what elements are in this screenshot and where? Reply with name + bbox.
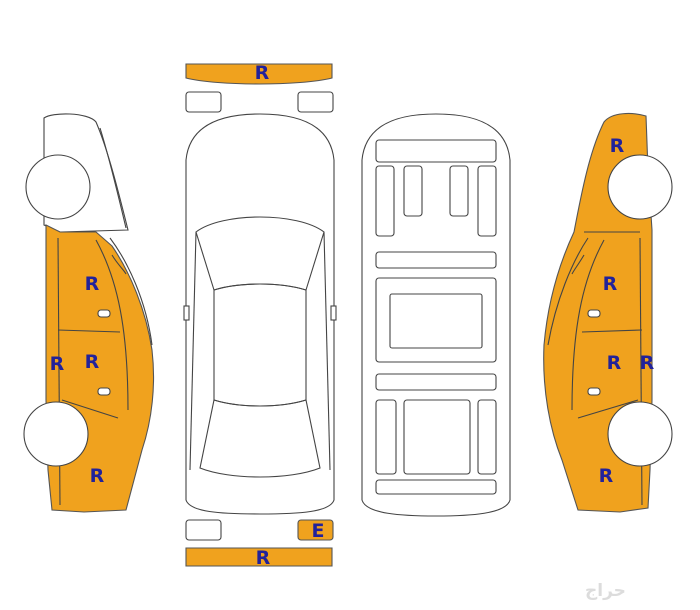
right-side-view: R R R R R — [543, 112, 673, 513]
rear-left-light — [185, 519, 222, 541]
right-front-wheel — [607, 154, 673, 220]
marker-right-front-door: R — [603, 273, 618, 295]
marker-right-sill: R — [640, 352, 655, 374]
marker-right-rear-door: R — [607, 352, 622, 374]
marker-left-rear-door-upper: R — [85, 351, 100, 373]
marker-rear-right-light: E — [312, 520, 325, 542]
marker-right-rear-quarter: R — [599, 465, 614, 487]
front-right-light — [297, 91, 334, 113]
marker-front-bumper: R — [255, 62, 270, 84]
interior-view — [361, 113, 511, 517]
front-left-light — [185, 91, 222, 113]
marker-left-quarter-panel: R — [50, 353, 65, 375]
left-front-wheel — [25, 154, 91, 220]
left-rear-wheel — [23, 401, 89, 467]
front-bumper — [185, 63, 333, 85]
marker-rear-bumper: R — [256, 547, 271, 569]
right-rear-wheel — [607, 401, 673, 467]
marker-left-rear-fender: R — [90, 465, 105, 487]
top-view: R E R — [183, 62, 337, 569]
marker-left-front-door: R — [85, 273, 100, 295]
watermark-logo: حراج — [585, 581, 626, 601]
left-side-view: R R R R — [23, 113, 155, 513]
rear-right-light — [297, 519, 334, 541]
top-body — [185, 113, 335, 515]
marker-right-front-fender: R — [610, 135, 625, 157]
rear-bumper — [185, 547, 333, 567]
